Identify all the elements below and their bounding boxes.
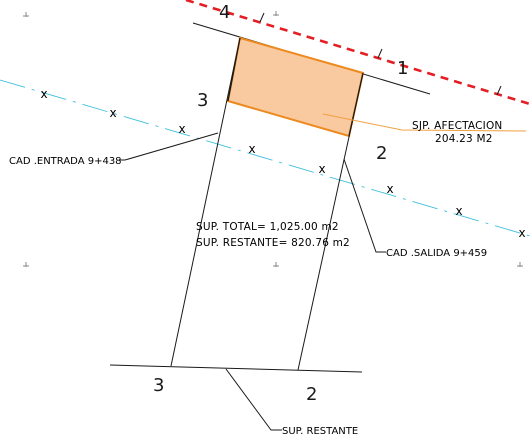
sup-restante-area-label: SUP. RESTANTE= 820.76 m2 <box>196 237 350 249</box>
sup-restante-label: SUP. RESTANTE <box>282 426 358 437</box>
right-of-way-ticks <box>259 12 502 96</box>
vertex-label-bottom-right: 2 <box>306 384 317 405</box>
afectacion-leader <box>322 113 527 132</box>
affected-right-edge <box>348 72 364 137</box>
centerline-marker: x <box>109 106 116 120</box>
centerline-marker: x <box>178 122 185 136</box>
cad-salida-leader <box>343 158 386 253</box>
centerline-marker: x <box>248 142 255 156</box>
row-tick <box>496 85 502 96</box>
afectacion-title-label: SJP. AFECTACION <box>412 120 502 132</box>
vertex-label-top-left: 4 <box>219 2 230 23</box>
crosshair-marker <box>23 262 29 267</box>
cad-salida-label: CAD .SALIDA 9+459 <box>386 248 487 259</box>
centerline-markers: x x x x x x x x <box>40 87 525 240</box>
sup-restante-leader <box>225 368 282 431</box>
lot-left-boundary <box>170 37 241 367</box>
row-tick <box>377 48 383 59</box>
crosshair-marker <box>273 262 279 267</box>
right-of-way-line <box>185 0 530 106</box>
crosshair-marker <box>273 11 279 16</box>
afectacion-area-label: 204.23 M2 <box>435 133 493 145</box>
centerline-marker: x <box>386 182 393 196</box>
centerline-marker: x <box>518 226 525 240</box>
affected-area <box>226 36 365 138</box>
affected-left-edge <box>227 37 241 102</box>
vertex-label-bottom-left: 3 <box>153 375 164 396</box>
lot-bottom-boundary <box>109 364 363 373</box>
crosshair-markers <box>23 11 523 267</box>
centerline-marker: x <box>40 87 47 101</box>
vertex-label-top-right: 1 <box>397 58 408 79</box>
crosshair-marker <box>23 12 29 17</box>
highway-centerline <box>0 79 530 237</box>
vertex-label-mid-left: 3 <box>197 90 208 111</box>
centerline-marker: x <box>318 162 325 176</box>
centerline-marker: x <box>455 204 462 218</box>
sup-total-label: SUP. TOTAL= 1,025.00 m2 <box>196 221 339 233</box>
cad-entrada-label: CAD .ENTRADA 9+438 <box>9 156 122 167</box>
cad-entrada-leader <box>119 132 219 161</box>
row-tick <box>259 12 265 23</box>
crosshair-marker <box>517 262 523 267</box>
vertex-label-mid-right: 2 <box>376 143 387 164</box>
